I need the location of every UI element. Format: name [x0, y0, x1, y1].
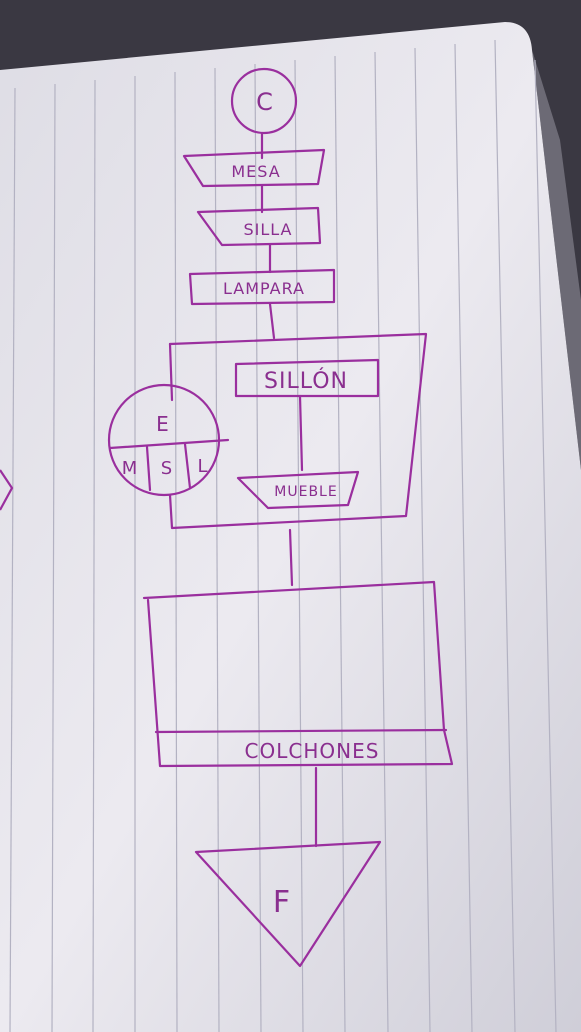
- mueble-shape: [236, 470, 360, 510]
- silla-shape: [196, 206, 322, 247]
- circle-divider-right: [183, 442, 192, 490]
- rule-line: [254, 63, 262, 1032]
- silla-label: SILLA: [243, 220, 292, 239]
- colchones-divider: [154, 728, 448, 734]
- rule-line: [414, 47, 431, 1032]
- circle-top-label: E: [156, 412, 170, 436]
- colchones-label: COLCHONES: [245, 739, 380, 763]
- flowchart: [107, 67, 454, 968]
- mueble-label: MUEBLE: [274, 484, 337, 500]
- rule-line: [454, 43, 473, 1032]
- colchones-box: [142, 580, 454, 768]
- loop-container-left: [168, 342, 174, 402]
- circle-divider-horizontal: [108, 438, 230, 450]
- rule-line: [92, 79, 96, 1032]
- flow-line: [298, 394, 304, 472]
- partial-shape-left: [0, 469, 14, 511]
- rule-line: [9, 87, 16, 1032]
- rule-line: [214, 67, 220, 1032]
- rule-line: [374, 51, 389, 1032]
- mesa-shape: [182, 148, 326, 188]
- circle-l-label: L: [197, 456, 208, 477]
- sillon-shape: [234, 358, 380, 398]
- loop-container: [168, 332, 428, 530]
- flow-line: [268, 302, 276, 340]
- start-connector: [230, 67, 298, 135]
- page-edge-shadow: [532, 50, 581, 470]
- circle-m-label: M: [122, 458, 139, 479]
- sillon-label: SILLÓN: [264, 368, 348, 394]
- circle-divider-left: [145, 445, 152, 492]
- mesa-label: MESA: [231, 162, 280, 181]
- rule-line: [334, 55, 346, 1032]
- lampara-shape: [188, 268, 336, 306]
- lampara-label: LAMPARA: [223, 279, 305, 298]
- rule-line: [534, 59, 557, 1032]
- rule-line: [494, 39, 516, 1032]
- rule-line: [294, 59, 304, 1032]
- circle-s-label: S: [161, 458, 173, 479]
- flow-line: [288, 528, 294, 587]
- end-label: F: [273, 885, 291, 920]
- end-triangle: [194, 840, 382, 968]
- rule-line: [51, 83, 56, 1032]
- notebook-page: [0, 22, 581, 1032]
- ruled-lines: [9, 39, 557, 1032]
- start-label: C: [256, 88, 274, 116]
- rule-line: [174, 71, 178, 1032]
